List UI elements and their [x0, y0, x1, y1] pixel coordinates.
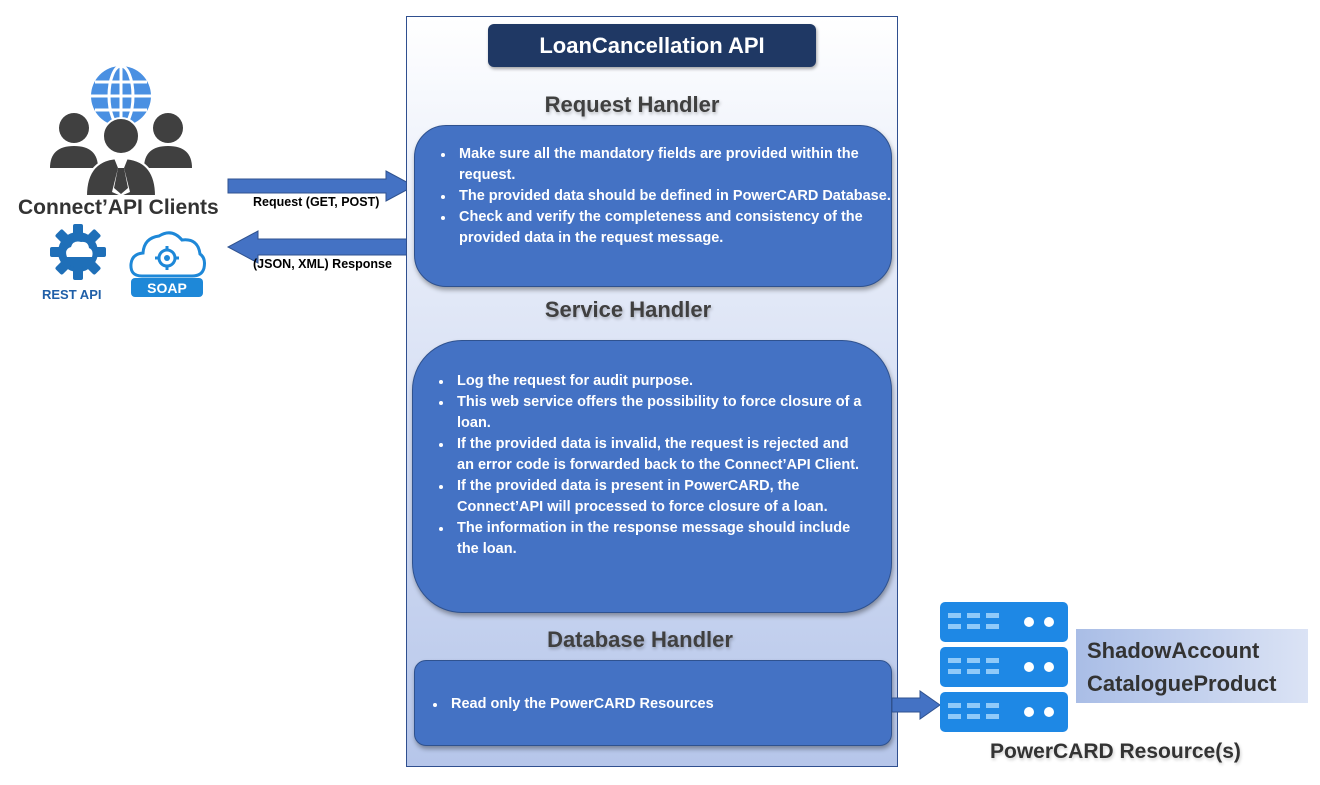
soap-badge: SOAP [131, 278, 203, 297]
list-item: The provided data should be defined in P… [455, 186, 891, 207]
service-handler-list: Log the request for audit purpose. This … [413, 371, 891, 560]
database-arrow [891, 690, 941, 720]
service-handler-title: Service Handler [544, 297, 712, 322]
list-item: If the provided data is present in Power… [453, 476, 867, 518]
response-arrow [226, 230, 413, 264]
database-handler-title: Database Handler [547, 627, 733, 652]
resource-name: ShadowAccount [1087, 638, 1260, 663]
clients-icon [50, 64, 192, 197]
request-arrow-label: Request (GET, POST) [253, 195, 380, 209]
soap-cloud-icon [129, 231, 206, 278]
api-title: LoanCancellation API [488, 24, 816, 67]
database-handler-list: Read only the PowerCARD Resources [415, 694, 891, 715]
rest-api-label: REST API [42, 287, 102, 302]
list-item: Log the request for audit purpose. [453, 371, 867, 392]
clients-label: Connect’API Clients [18, 196, 219, 219]
list-item: Make sure all the mandatory fields are p… [455, 144, 891, 186]
resource-name: CatalogueProduct [1087, 671, 1277, 696]
list-item: Check and verify the completeness and co… [455, 207, 891, 249]
list-item: This web service offers the possibility … [453, 392, 867, 434]
server-icon [940, 692, 1068, 732]
server-icon [940, 602, 1068, 642]
request-arrow [227, 170, 416, 202]
response-arrow-label: (JSON, XML) Response [253, 257, 392, 271]
request-handler-title: Request Handler [544, 92, 720, 117]
request-handler-list: Make sure all the mandatory fields are p… [415, 144, 891, 249]
resource-names-box: ShadowAccount CatalogueProduct [1076, 629, 1308, 703]
service-handler-box: Log the request for audit purpose. This … [412, 340, 892, 613]
resources-caption: PowerCARD Resource(s) [990, 740, 1241, 763]
globe-icon [91, 64, 151, 128]
request-handler-box: Make sure all the mandatory fields are p… [414, 125, 892, 287]
list-item: If the provided data is invalid, the req… [453, 434, 867, 476]
server-icon [940, 647, 1068, 687]
database-handler-box: Read only the PowerCARD Resources [414, 660, 892, 746]
list-item: The information in the response message … [453, 518, 867, 560]
list-item: Read only the PowerCARD Resources [447, 694, 891, 715]
rest-api-gear-icon [50, 224, 106, 280]
